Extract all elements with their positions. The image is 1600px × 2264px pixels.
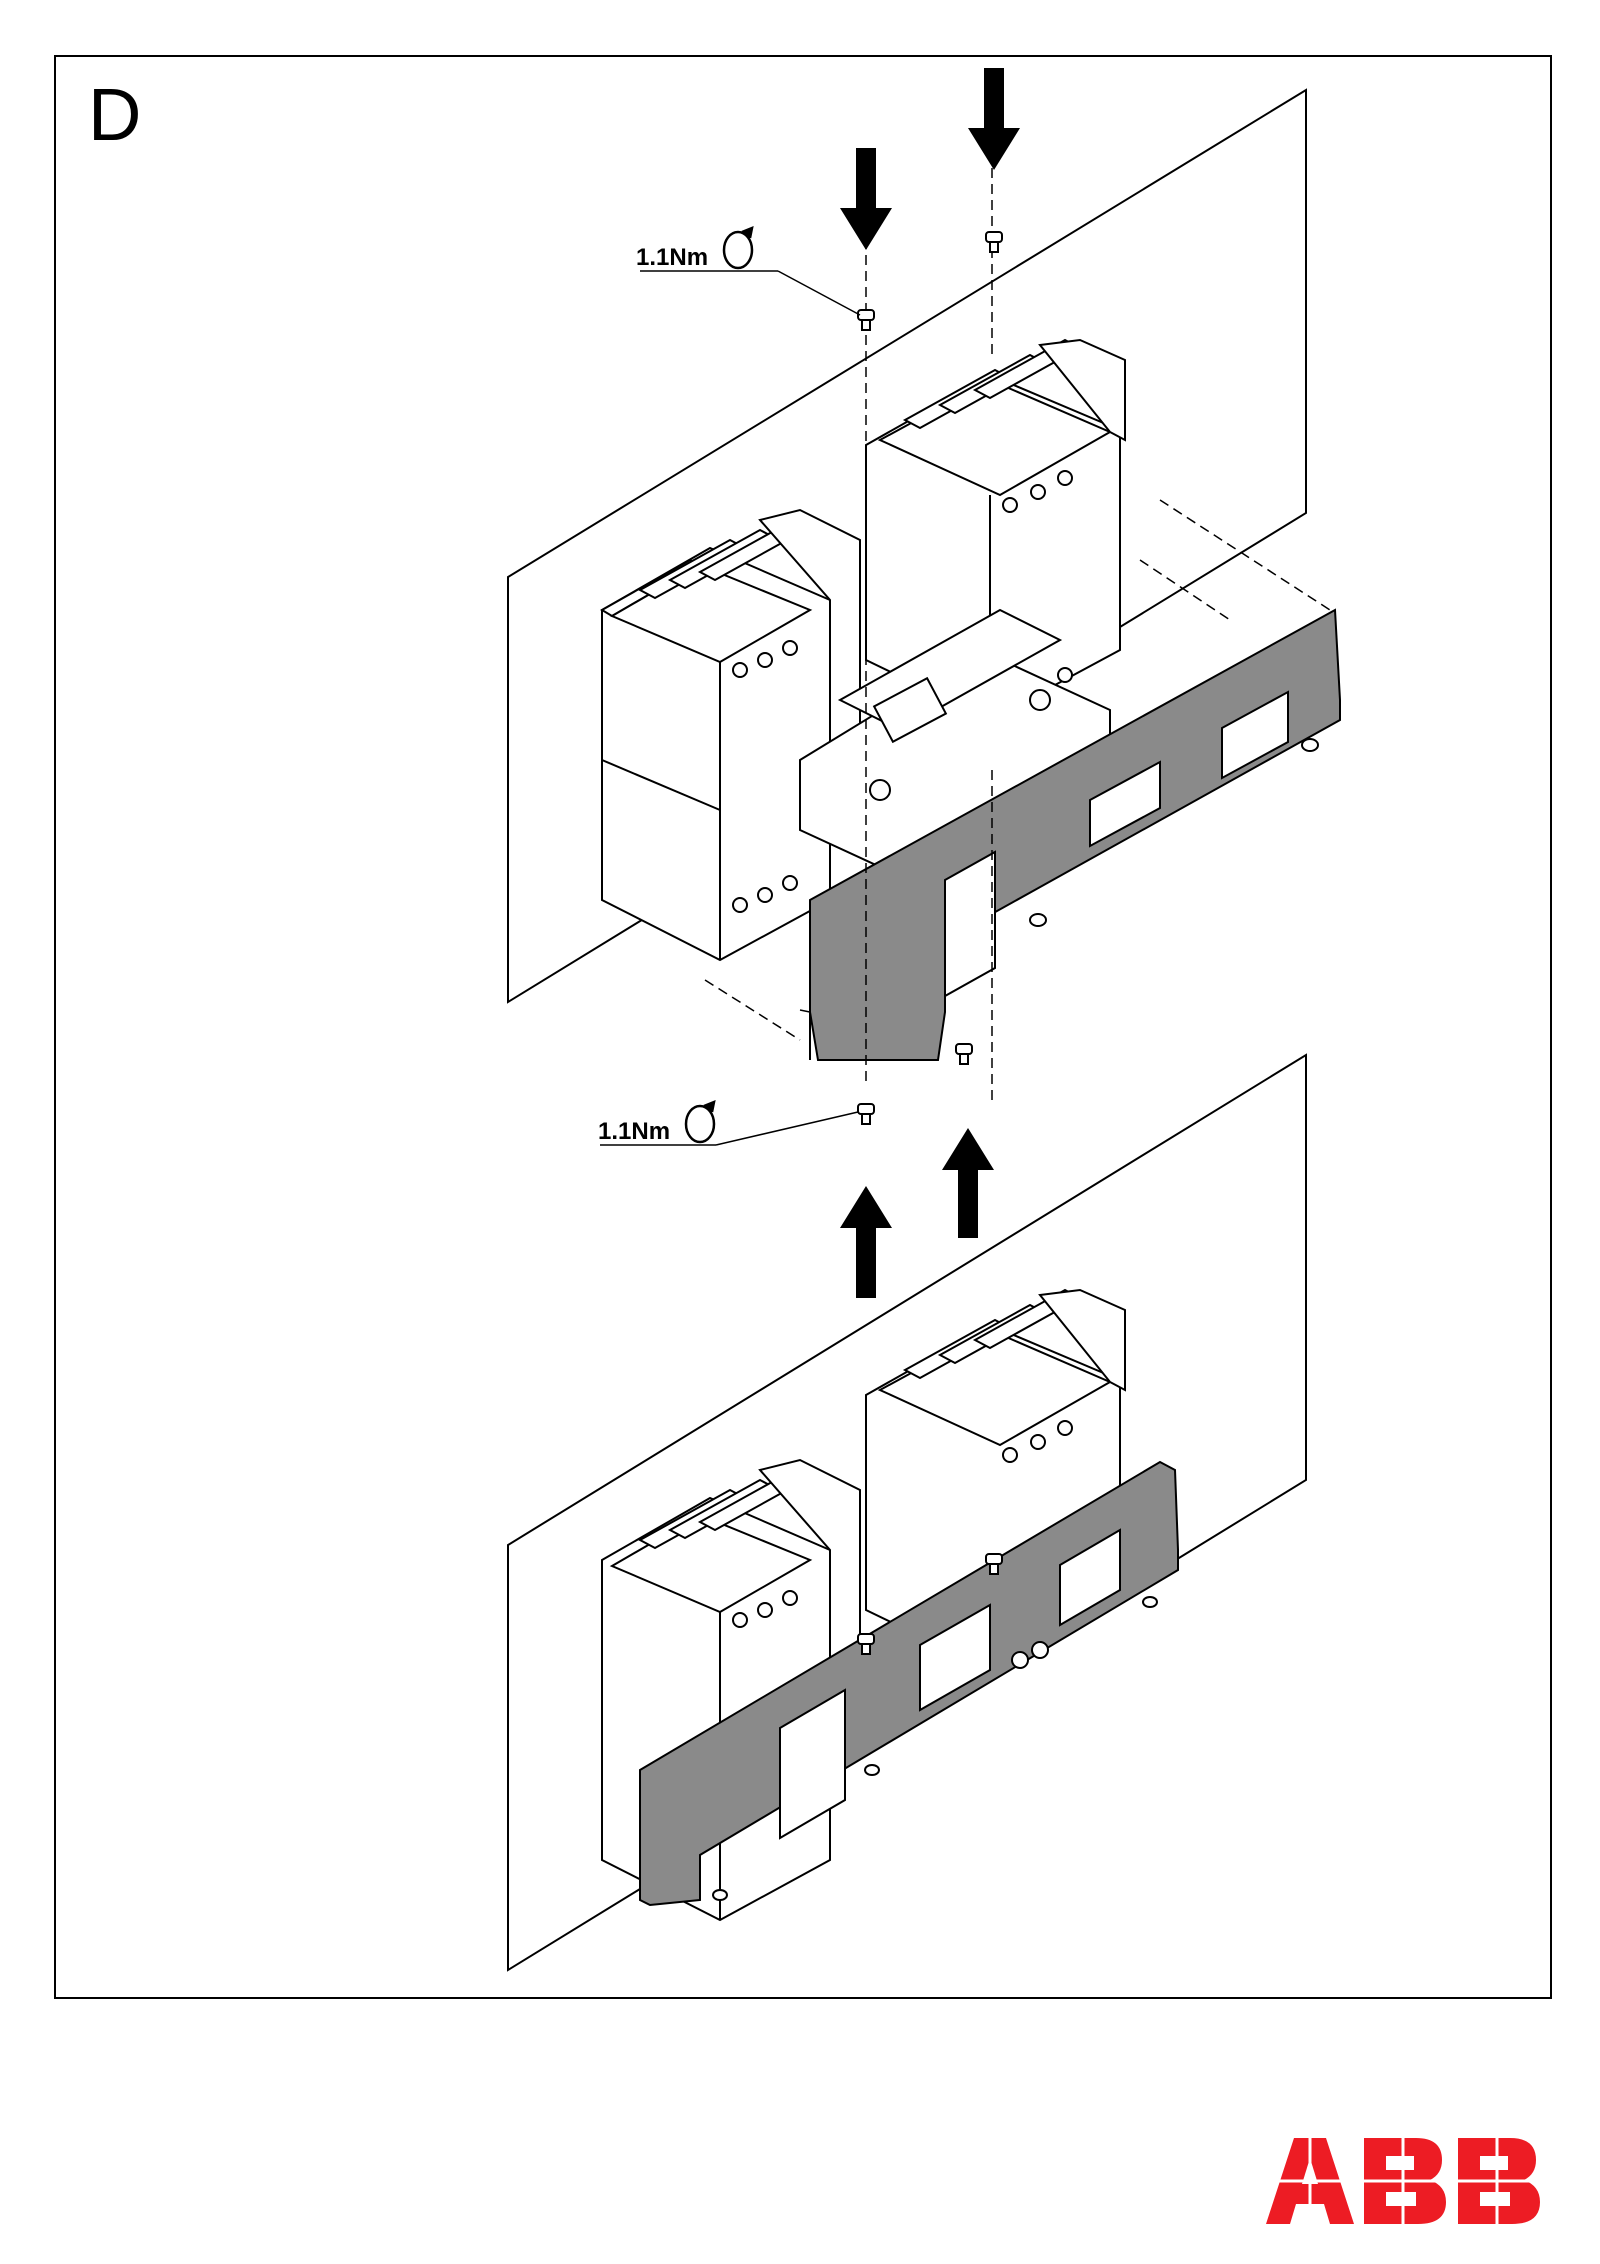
torque-label-bottom: 1.1Nm [598, 1118, 671, 1145]
arrow-down-icon [840, 148, 892, 250]
screw-icon [955, 1043, 973, 1065]
cover-plate-top [809, 608, 1341, 1061]
breaker-right-top [865, 338, 1126, 722]
torque-leader-top [640, 270, 861, 316]
breaker-right-bottom [865, 1288, 1126, 1672]
arrow-up-icon [942, 1128, 994, 1238]
screw-icon [985, 231, 1003, 253]
torque-leader-bottom [600, 1111, 859, 1146]
torque-rotation-icon [722, 225, 754, 270]
arrow-up-icon [840, 1186, 892, 1298]
torque-rotation-icon [684, 1099, 716, 1144]
screw-icon [857, 309, 875, 331]
abb-logo [1266, 2138, 1548, 2224]
torque-label-top: 1.1Nm [636, 244, 709, 271]
arrow-down-icon [968, 68, 1020, 170]
diagram-frame [54, 55, 1552, 1999]
step-letter: D [88, 73, 142, 156]
screw-icon [857, 1103, 875, 1125]
cover-plate-bottom [639, 1460, 1179, 1907]
